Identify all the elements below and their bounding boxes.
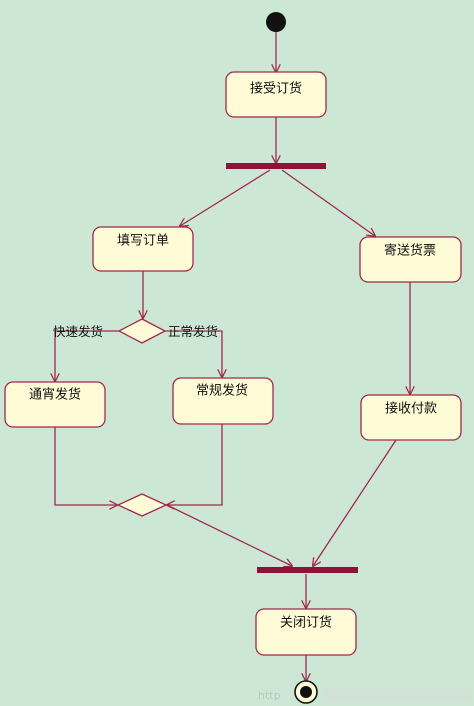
activity-send-invoice: 寄送货票 xyxy=(359,236,462,283)
activity-fill-order-label: 填写订单 xyxy=(117,234,169,249)
decision-node xyxy=(117,318,167,344)
activity-send-invoice-label: 寄送货票 xyxy=(384,243,436,259)
activity-regular-delivery-label: 常规发货 xyxy=(196,383,248,399)
edge-payment-to-join xyxy=(313,439,397,566)
activity-regular-delivery: 常规发货 xyxy=(172,377,274,425)
join-bar xyxy=(257,567,358,573)
edge-decision-to-regular xyxy=(165,330,222,377)
edge-decision-to-overnight xyxy=(55,330,119,381)
end-node xyxy=(294,680,318,704)
activity-overnight-delivery: 通宵发货 xyxy=(4,381,106,428)
activity-receive-order-label: 接受订货 xyxy=(250,81,302,97)
edge-overnight-to-merge xyxy=(54,427,117,505)
edge-regular-to-merge xyxy=(167,424,223,505)
watermark-text: http xyxy=(258,689,281,702)
activity-close-order: 关闭订货 xyxy=(255,608,357,656)
guard-express-label: 快速发货 xyxy=(53,324,103,339)
activity-receive-payment: 接收付款 xyxy=(360,394,462,441)
activity-receive-payment-label: 接收付款 xyxy=(385,401,437,417)
activity-close-order-label: 关闭订货 xyxy=(280,615,332,631)
activity-overnight-delivery-label: 通宵发货 xyxy=(29,387,81,403)
watermark-band xyxy=(322,688,472,702)
edge-fork-to-invoice xyxy=(281,169,375,236)
guard-normal-label: 正常发货 xyxy=(168,324,218,339)
fork-bar xyxy=(226,163,326,169)
edge-merge-to-join xyxy=(166,504,292,566)
activity-receive-order: 接受订货 xyxy=(225,71,327,118)
edge-fork-to-fill xyxy=(180,169,271,226)
activity-fill-order: 填写订单 xyxy=(92,226,194,272)
merge-node xyxy=(116,493,168,517)
start-node xyxy=(266,12,286,32)
